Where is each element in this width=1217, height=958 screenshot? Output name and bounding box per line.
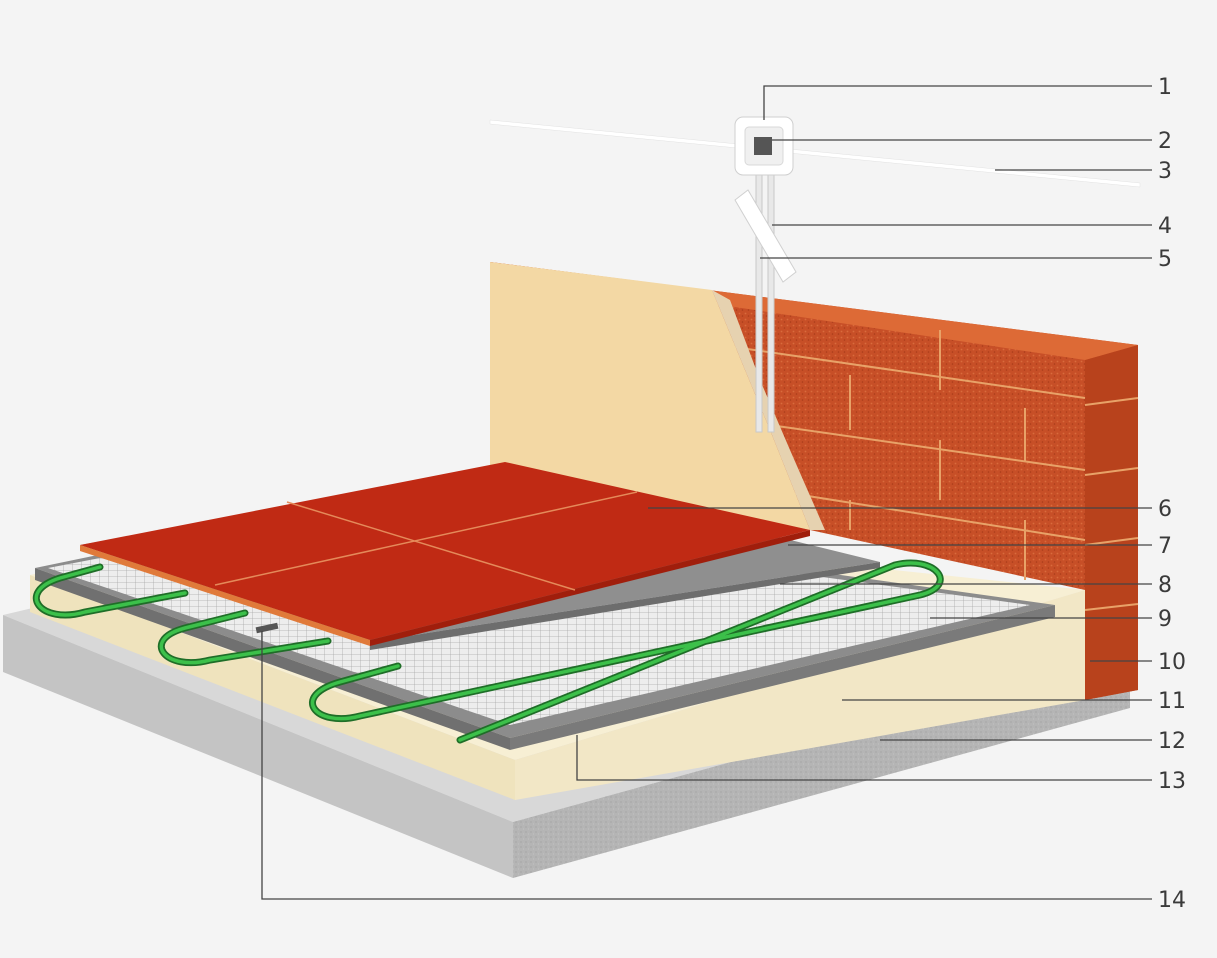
callout-6: 6: [1158, 497, 1172, 522]
callout-14: 14: [1158, 888, 1186, 913]
callout-12: 12: [1158, 729, 1186, 754]
thermostat-display: [754, 137, 772, 155]
callout-10: 10: [1158, 650, 1186, 675]
callout-9: 9: [1158, 607, 1172, 632]
callout-2: 2: [1158, 129, 1172, 154]
power-cable: [489, 119, 1141, 188]
callout-1: 1: [1158, 75, 1172, 100]
floor-sensor: [255, 622, 279, 634]
brick-mortar-lines: [719, 330, 1139, 611]
ceramic-tiles: [80, 462, 810, 646]
callout-3: 3: [1158, 159, 1172, 184]
brick-wall: [490, 262, 1139, 700]
callout-11: 11: [1158, 689, 1186, 714]
callout-13: 13: [1158, 769, 1186, 794]
callout-7: 7: [1158, 534, 1172, 559]
callout-8: 8: [1158, 573, 1172, 598]
callout-5: 5: [1158, 247, 1172, 272]
leader-lines: [261, 85, 1152, 900]
thermostat: [734, 116, 794, 176]
plaster-layer: [490, 262, 810, 530]
callout-labels: 1 2 3 4 5 6 7 8 9 10 11 12 13 14: [1158, 75, 1186, 913]
callout-4: 4: [1158, 214, 1172, 239]
